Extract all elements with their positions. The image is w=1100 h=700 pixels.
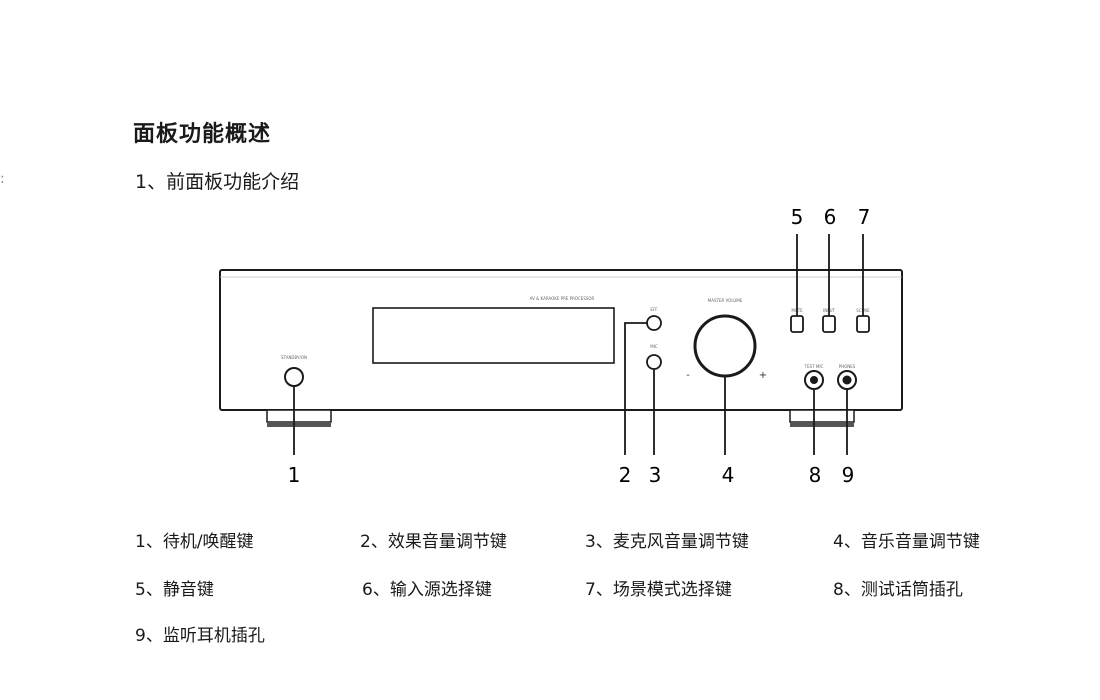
front-display	[372, 307, 615, 364]
callout-1: 1	[288, 463, 301, 487]
effect-volume-knob[interactable]	[646, 315, 662, 331]
legend-item-test-mic-jack: 8、测试话筒插孔	[833, 580, 963, 600]
input-button[interactable]	[822, 315, 836, 333]
page-edge-mark: :	[0, 171, 5, 187]
test-mic-jack-label: TEST MIC	[804, 364, 824, 369]
legend-item-music-volume: 4、音乐音量调节键	[833, 532, 980, 552]
mic-knob-label: MIC	[650, 344, 658, 349]
mute-button[interactable]	[790, 315, 804, 333]
legend-item-standby: 1、待机/唤醒键	[135, 532, 254, 552]
legend-item-headphone-jack: 9、监听耳机插孔	[135, 626, 265, 646]
callout-4: 4	[722, 463, 735, 487]
headphone-jack[interactable]	[837, 370, 857, 390]
section-heading: 面板功能概述	[133, 122, 272, 147]
volume-plus-label: +	[759, 370, 767, 381]
test-mic-jack[interactable]	[804, 370, 824, 390]
legend-item-input-source: 6、输入源选择键	[362, 580, 492, 600]
legend-item-effect-volume: 2、效果音量调节键	[360, 532, 507, 552]
right-foot	[789, 409, 855, 427]
eff-knob-label: EFF	[650, 307, 658, 312]
legend-item-mute: 5、静音键	[135, 580, 214, 600]
callout-8: 8	[809, 463, 822, 487]
callout-9: 9	[842, 463, 855, 487]
mic-volume-knob[interactable]	[646, 354, 662, 370]
callout-5: 5	[791, 205, 804, 229]
standby-button[interactable]	[284, 367, 304, 387]
model-label: AV & KARAOKE PRE PROCESSOR	[530, 296, 595, 301]
callout-2: 2	[619, 463, 632, 487]
left-foot	[266, 409, 332, 427]
legend-item-scene-mode: 7、场景模式选择键	[585, 580, 732, 600]
scene-button[interactable]	[856, 315, 870, 333]
volume-minus-label: -	[686, 370, 690, 381]
subsection-heading: 1、前面板功能介绍	[135, 171, 300, 193]
callout-7: 7	[858, 205, 871, 229]
callout-lines	[293, 234, 864, 455]
master-volume-knob[interactable]	[693, 314, 757, 378]
master-volume-label: MASTER VOLUME	[708, 298, 743, 303]
callout-6: 6	[824, 205, 837, 229]
phones-jack-label: PHONES	[839, 364, 856, 369]
power-label: STANDBY/ON	[281, 355, 307, 360]
legend-item-mic-volume: 3、麦克风音量调节键	[585, 532, 749, 552]
callout-3: 3	[649, 463, 662, 487]
